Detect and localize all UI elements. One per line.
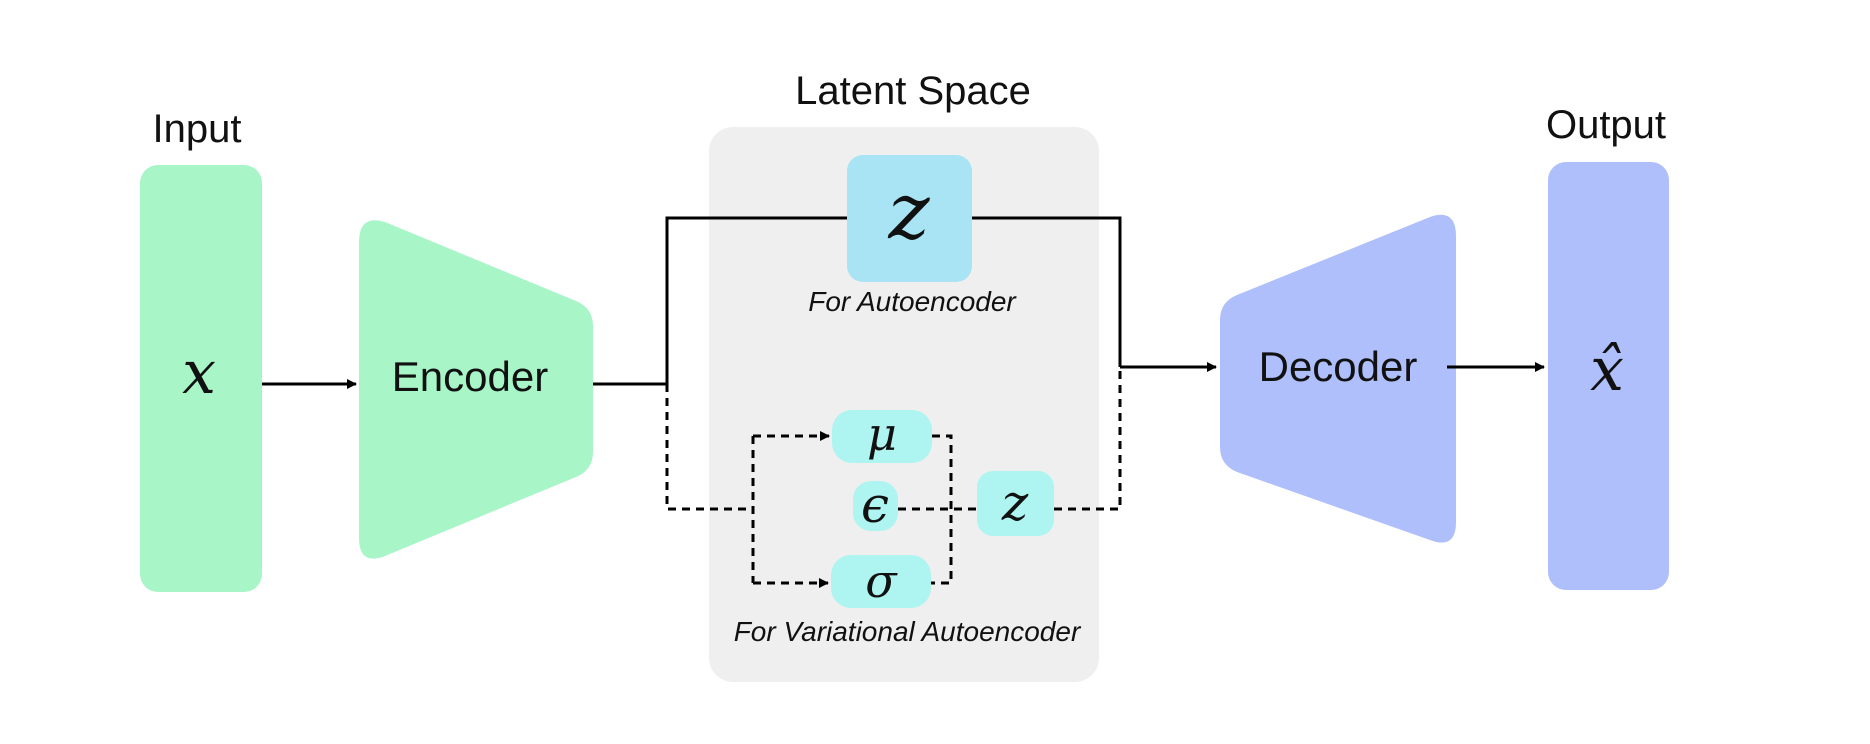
mu-sigma-merge-dashed-wire: [931, 434, 953, 585]
epsilon-box: [853, 481, 898, 531]
ae-z-symbol: z: [887, 167, 930, 257]
epsilon-symbol: ϵ: [861, 476, 889, 534]
encoder-to-vae-dashed-wire: [665, 384, 753, 511]
vae-caption: For Variational Autoencoder: [734, 616, 1082, 647]
vae-z-symbol: z: [1001, 474, 1029, 532]
mu-box: [832, 410, 932, 463]
encoder-shape: [359, 220, 593, 559]
vae-z-to-decoder-dashed-wire: [1054, 367, 1122, 511]
encoder-label: Encoder: [392, 353, 548, 400]
latent-space-panel: [709, 127, 1099, 682]
latent-space-title: Latent Space: [795, 69, 1031, 113]
z-box: [847, 155, 972, 282]
output-box: [1548, 162, 1669, 590]
sigma-symbol: σ: [865, 554, 898, 608]
sigma-box: [831, 555, 931, 608]
decoder-label: Decoder: [1259, 343, 1418, 390]
input-box: [140, 165, 262, 592]
output-x-hat-symbol: x̂: [1590, 335, 1624, 405]
z-to-decoder-wire: [972, 216, 1122, 367]
encoder-to-z-wire: [665, 216, 847, 384]
input-title: Input: [153, 107, 242, 151]
vae-z-box: [977, 471, 1054, 536]
decoder-shape: [1220, 214, 1456, 543]
output-title: Output: [1546, 103, 1666, 147]
input-x-symbol: x: [182, 338, 216, 408]
autoencoder-caption: For Autoencoder: [808, 286, 1017, 317]
mu-symbol: μ: [867, 407, 897, 461]
